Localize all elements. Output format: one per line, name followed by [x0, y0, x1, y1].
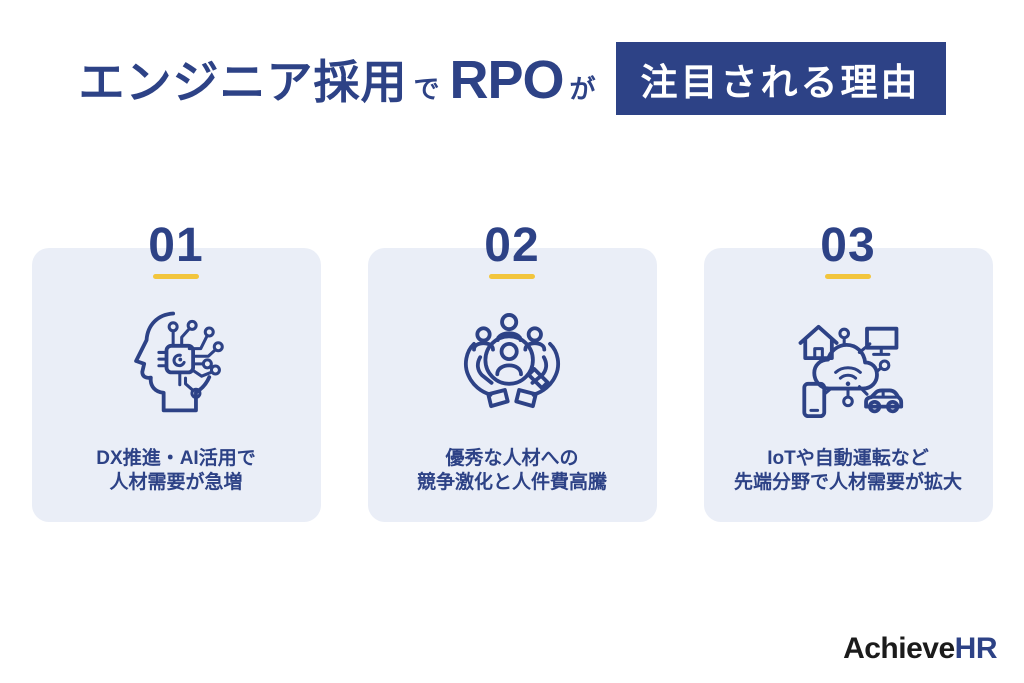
ai-head-icon — [119, 304, 233, 418]
card-1-number: 01 — [32, 222, 321, 279]
reason-card-2: 02 — [367, 222, 657, 522]
card-3-number: 03 — [704, 222, 993, 279]
card-2-accent-rule — [489, 274, 535, 279]
card-3-caption: IoTや自動運転など 先端分野で人材需要が拡大 — [733, 448, 962, 493]
achievehr-logo: AchieveHR — [843, 634, 997, 664]
title-text: エンジニア採用 で RPO が — [78, 46, 601, 112]
reason-card-1: 01 DX — [31, 222, 321, 522]
title-badge: 注目される理由 — [615, 42, 946, 115]
logo-text-achieve: Achieve — [843, 632, 955, 665]
reason-cards: 01 DX — [0, 222, 1024, 522]
card-3-accent-rule — [825, 274, 871, 279]
talent-hands-icon — [455, 304, 569, 418]
title-segment-rpo: RPO — [449, 49, 564, 110]
title-particle-ga: が — [569, 73, 596, 104]
iot-network-icon — [791, 304, 905, 418]
reason-card-3: 03 — [703, 222, 993, 522]
logo-text-hr: HR — [954, 632, 998, 665]
card-2-caption: 優秀な人材への 競争激化と人件費高騰 — [416, 448, 607, 493]
card-2-number: 02 — [368, 222, 657, 279]
title-particle-de: で — [413, 73, 440, 104]
title-segment-engineer-saiyo: エンジニア採用 — [78, 55, 408, 108]
card-1-caption: DX推進・AI活用で 人材需要が急増 — [96, 448, 256, 493]
card-1-accent-rule — [153, 274, 199, 279]
page-title: エンジニア採用 で RPO が 注目される理由 — [0, 42, 1024, 115]
